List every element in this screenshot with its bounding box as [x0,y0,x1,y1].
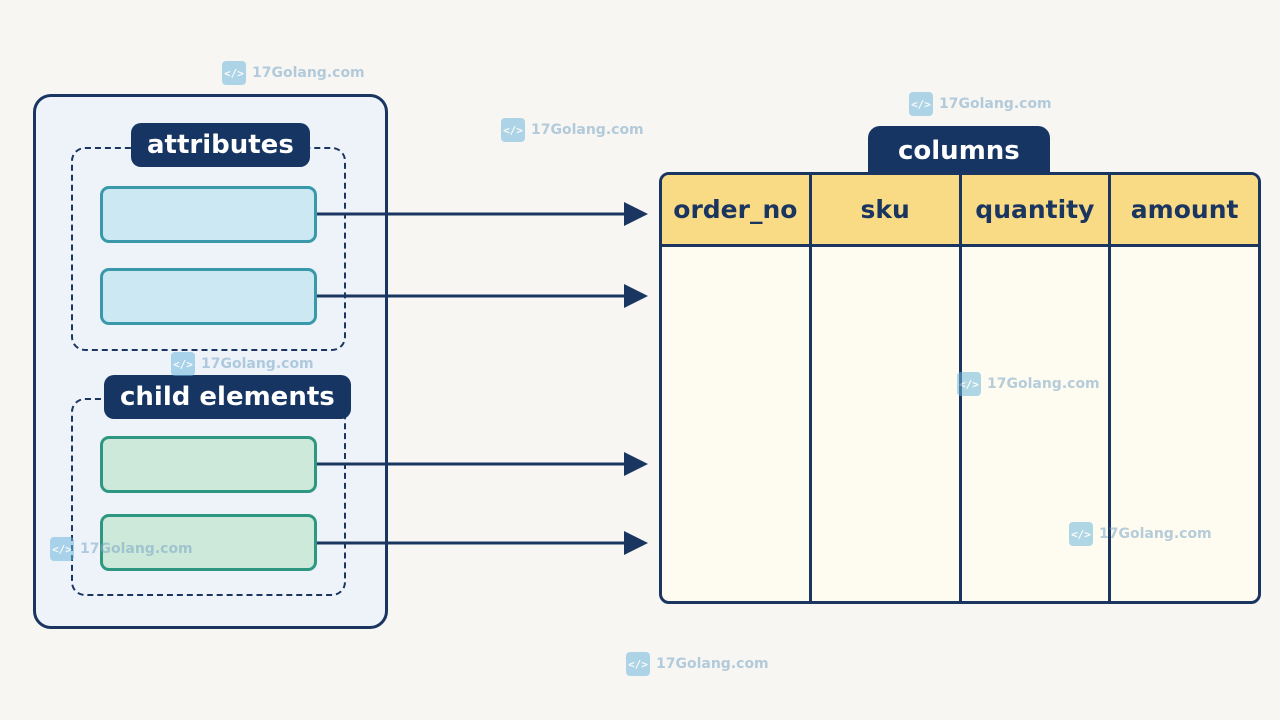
watermark-text: 17Golang.com [252,65,365,81]
attribute-field-1 [100,186,317,243]
watermark-text: 17Golang.com [939,96,1052,112]
watermark-text: 17Golang.com [987,376,1100,392]
watermark-text: 17Golang.com [1099,526,1212,542]
watermark: </> 17Golang.com [50,537,193,561]
table-column: order_no [662,175,812,601]
column-header-amount: amount [1111,175,1258,247]
table-column: amount [1111,175,1258,601]
code-icon: </> [1069,522,1093,546]
column-header-order-no: order_no [662,175,809,247]
watermark-text: 17Golang.com [531,122,644,138]
code-icon: </> [222,61,246,85]
attribute-field-2 [100,268,317,325]
code-icon: </> [50,537,74,561]
attributes-label: attributes [131,123,310,167]
watermark: </> 17Golang.com [909,92,1052,116]
watermark: </> 17Golang.com [1069,522,1212,546]
watermark: </> 17Golang.com [626,652,769,676]
child-element-field-2 [100,514,317,571]
code-icon: </> [909,92,933,116]
column-header-sku: sku [811,175,959,247]
columns-label: columns [868,126,1050,176]
watermark: </> 17Golang.com [171,352,314,376]
watermark-text: 17Golang.com [201,356,314,372]
watermark: </> 17Golang.com [222,61,365,85]
table-column: quantity [961,175,1112,601]
code-icon: </> [957,372,981,396]
watermark: </> 17Golang.com [957,372,1100,396]
code-icon: </> [171,352,195,376]
child-element-field-1 [100,436,317,493]
watermark: </> 17Golang.com [501,118,644,142]
child-elements-label: child elements [104,375,351,419]
watermark-text: 17Golang.com [80,541,193,557]
watermark-text: 17Golang.com [656,656,769,672]
column-header-quantity: quantity [961,175,1109,247]
code-icon: </> [501,118,525,142]
code-icon: </> [626,652,650,676]
